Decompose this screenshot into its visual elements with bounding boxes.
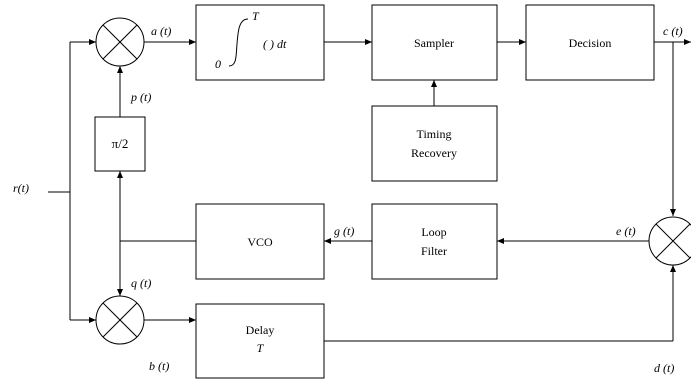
arrow-decision-in [519,39,526,45]
signal-q-label: q (t) [131,276,151,290]
timing-recovery-label-1: Timing [417,127,452,141]
loop-filter-block [371,203,498,280]
error-multiplier [648,216,691,266]
delay-block [195,303,325,379]
arrow-loop-filter-in [497,238,504,244]
arrow-vco-in [324,238,331,244]
arrow-error-mixer-bottom [670,265,676,272]
delay-label-2: T [257,341,265,355]
signal-e-label: e (t) [616,224,636,238]
signal-d-label: d (t) [654,361,674,375]
sampler-block [371,4,498,81]
integral-upper-limit: T [252,9,260,23]
phase-shifter-block [94,116,146,172]
bottom-multiplier-x2 [102,302,138,338]
delay-label-1: Delay [246,323,275,337]
decision-label: Decision [569,36,612,50]
arrow-delay-in [189,317,196,323]
signal-b-label: b (t) [149,359,169,373]
signal-c-label: c (t) [663,24,683,38]
top-multiplier-x2 [102,24,138,60]
arrow-sampler-clock [431,80,437,87]
signal-r-label: r(t) [13,181,29,195]
loop-filter-label-2: Filter [421,244,447,258]
signal-a-label: a (t) [151,24,171,38]
sampler-label: Sampler [414,36,454,50]
phase-shifter-label: π/2 [112,136,129,151]
timing-recovery-block [371,105,498,182]
integral-lower-limit: 0 [215,57,221,71]
signal-g-label: g (t) [334,224,354,238]
timing-recovery-label-2: Recovery [411,146,457,160]
arrow-integrator-in [189,39,196,45]
integrand: ( ) dt [263,37,287,51]
integral-sign [228,18,249,67]
signal-p-label: p (t) [130,90,151,104]
arrow-top-mixer-in [89,39,96,45]
arrow-bottom-mixer-in [89,317,96,323]
decision-block [525,4,655,81]
arrow-top-mixer-lo [117,66,123,73]
vco-label: VCO [247,235,273,249]
arrow-bottom-mixer-lo [117,289,123,296]
arrow-phase-shift-in [117,171,123,178]
arrow-c-out [684,39,691,45]
arrow-error-mixer-top [670,209,676,216]
arrow-sampler-in [365,39,372,45]
error-multiplier-x2 [655,223,691,259]
loop-filter-label-1: Loop [421,225,446,239]
